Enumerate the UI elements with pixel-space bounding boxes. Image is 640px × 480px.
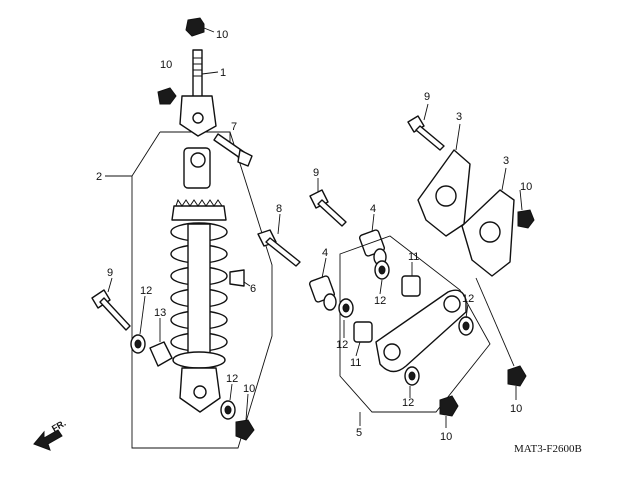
callout-4-upper: 4 bbox=[370, 203, 376, 215]
callout-2: 2 bbox=[96, 171, 102, 183]
callout-1: 1 bbox=[220, 67, 226, 79]
bolt-7 bbox=[213, 133, 253, 167]
callout-10-bottom-right: 10 bbox=[440, 431, 452, 443]
shock-link-group bbox=[338, 235, 491, 428]
nut-left-top bbox=[157, 87, 177, 105]
callout-12-lower-right: 12 bbox=[402, 397, 414, 409]
callout-10-left-top: 10 bbox=[160, 59, 172, 71]
callout-11-upper: 11 bbox=[408, 251, 419, 263]
leader-6 bbox=[243, 281, 251, 287]
callout-9-right: 9 bbox=[424, 91, 430, 103]
callout-9-left: 9 bbox=[107, 267, 113, 279]
fr-arrow-icon bbox=[33, 429, 63, 451]
collar-13 bbox=[149, 341, 173, 367]
link-assembly-bracket bbox=[339, 235, 491, 413]
callout-11-lower: 11 bbox=[350, 357, 361, 369]
linkage-bolts-group bbox=[257, 178, 387, 311]
plate-link-bracket bbox=[475, 277, 515, 367]
nut-10-right bbox=[517, 209, 535, 229]
spring-preload-ring bbox=[171, 205, 227, 221]
callout-13: 13 bbox=[154, 307, 166, 319]
fr-label: FR. bbox=[50, 418, 68, 434]
collar-11-lower bbox=[353, 321, 373, 343]
callout-4-lower: 4 bbox=[322, 247, 328, 259]
callout-3-b: 3 bbox=[503, 155, 509, 167]
callout-12-left: 12 bbox=[140, 285, 152, 297]
shock-assembly-bracket bbox=[131, 131, 273, 449]
bolt-9-mid bbox=[309, 189, 347, 227]
callout-12-bottom: 12 bbox=[226, 373, 238, 385]
top-nut bbox=[185, 17, 205, 37]
callout-10-top: 10 bbox=[216, 29, 228, 41]
callout-9-mid: 9 bbox=[313, 167, 319, 179]
bolt-9-right bbox=[407, 115, 445, 151]
callout-5: 5 bbox=[356, 427, 362, 439]
callout-10-right-low: 10 bbox=[510, 403, 522, 415]
collar-11-upper bbox=[401, 275, 421, 297]
bolt-8 bbox=[257, 229, 301, 267]
callout-7: 7 bbox=[231, 121, 237, 133]
callout-3-a: 3 bbox=[456, 111, 462, 123]
callout-6: 6 bbox=[250, 283, 256, 295]
nut-10-bottom-right bbox=[439, 395, 459, 417]
bolt-9-left bbox=[91, 289, 131, 331]
lower-spring-seat bbox=[172, 351, 226, 369]
collar-4-lower-end bbox=[323, 293, 337, 311]
callout-labels: 10 1 10 7 2 9 12 13 6 12 10 8 9 4 4 11 1… bbox=[96, 29, 532, 443]
callout-8: 8 bbox=[276, 203, 282, 215]
leader-10-top bbox=[203, 27, 215, 33]
callout-12-right: 12 bbox=[462, 293, 474, 305]
callout-10-bottom-left: 10 bbox=[243, 383, 255, 395]
nut-10-bottom-left bbox=[235, 419, 255, 441]
leader-1 bbox=[201, 71, 219, 75]
decal-tab bbox=[229, 269, 245, 287]
callout-12-mid-b: 12 bbox=[336, 339, 348, 351]
callout-10-right: 10 bbox=[520, 181, 532, 193]
nut-10-right-low bbox=[507, 365, 527, 387]
shock-absorber-group bbox=[91, 17, 273, 449]
callout-12-mid-a: 12 bbox=[374, 295, 386, 307]
damper-body bbox=[187, 223, 211, 355]
mount-plates-group bbox=[407, 103, 535, 400]
diagram-code: MAT3-F2600B bbox=[514, 443, 582, 455]
front-direction-arrow: FR. bbox=[33, 418, 68, 451]
upper-mount-stud bbox=[192, 49, 203, 99]
